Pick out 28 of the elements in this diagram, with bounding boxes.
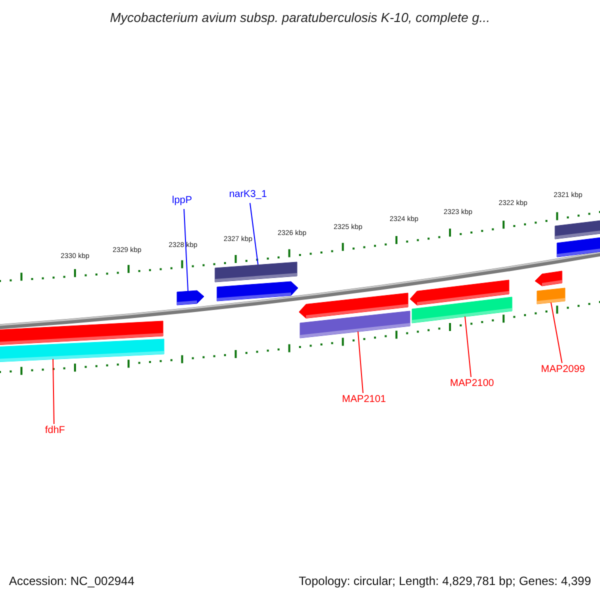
genome-info-text: Topology: circular; Length: 4,829,781 bp; Genes: 4,399 (298, 575, 591, 587)
gene-block (216, 281, 298, 302)
gene-block (0, 320, 164, 346)
leader-line (52, 358, 54, 424)
gene-block (554, 220, 600, 240)
title: Mycobacterium avium subsp. paratuberculosis K-10, complete g... (110, 11, 490, 24)
gene-label: narK3_1 (229, 190, 267, 200)
leader-line (358, 331, 364, 394)
gene-block (0, 338, 164, 362)
gene-block (556, 236, 600, 258)
gene-label: MAP2100 (450, 379, 494, 389)
gene-block (300, 310, 410, 338)
gene-block (410, 280, 510, 306)
accession-text: Accession: NC_002944 (9, 575, 134, 587)
gene-block (176, 290, 204, 306)
leader-line (184, 208, 188, 292)
gene-label: MAP2101 (342, 395, 386, 405)
gene-block (534, 270, 562, 286)
gene-block (214, 262, 298, 282)
gene-label: lppP (172, 196, 192, 206)
leader-line (464, 316, 472, 378)
gene-block (536, 288, 566, 304)
gene-label: fdhF (45, 426, 65, 436)
leader-line (250, 202, 258, 265)
leader-line (550, 302, 562, 364)
gene-block (412, 296, 512, 324)
gene-block (298, 292, 408, 318)
gene-label: MAP2099 (541, 365, 585, 375)
